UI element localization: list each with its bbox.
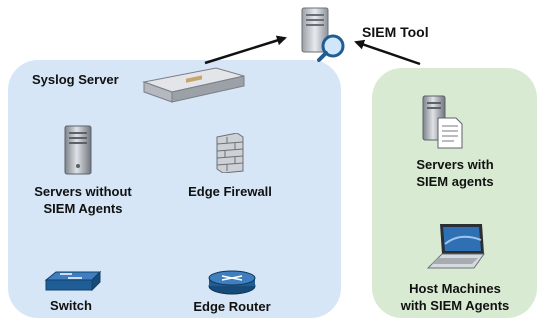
syslog-to-siem-arrow <box>204 35 287 65</box>
agents-to-siem-arrow <box>354 39 421 66</box>
router-icon <box>208 270 256 295</box>
servers-without-agents-line1: Servers without <box>34 184 132 199</box>
servers-with-agents-label: Servers with SIEM agents <box>380 156 530 190</box>
edge-router-label: Edge Router <box>193 299 271 314</box>
switch-label: Switch <box>50 298 92 313</box>
host-machines-line2: with SIEM Agents <box>400 298 510 313</box>
host-machines-label: Host Machines with SIEM Agents <box>380 280 530 314</box>
host-machines-line1: Host Machines <box>409 281 501 296</box>
firewall-icon <box>216 133 244 173</box>
servers-without-agents-line2: SIEM Agents <box>43 201 123 216</box>
syslog-server-label: Syslog Server <box>32 72 119 87</box>
agent-sources-panel <box>372 68 537 318</box>
rack-server-icon <box>142 67 245 103</box>
siem-tool-label: SIEM Tool <box>362 24 429 40</box>
tower-server-icon <box>64 125 92 175</box>
servers-without-agents-label: Servers without SIEM Agents <box>18 183 148 217</box>
switch-icon <box>44 270 102 292</box>
server-with-magnifier-icon <box>301 7 345 62</box>
server-with-document-icon <box>422 95 463 149</box>
servers-with-agents-line1: Servers with <box>416 157 494 172</box>
servers-with-agents-line2: SIEM agents <box>416 174 494 189</box>
edge-firewall-label: Edge Firewall <box>188 184 272 199</box>
laptop-icon <box>426 224 485 269</box>
